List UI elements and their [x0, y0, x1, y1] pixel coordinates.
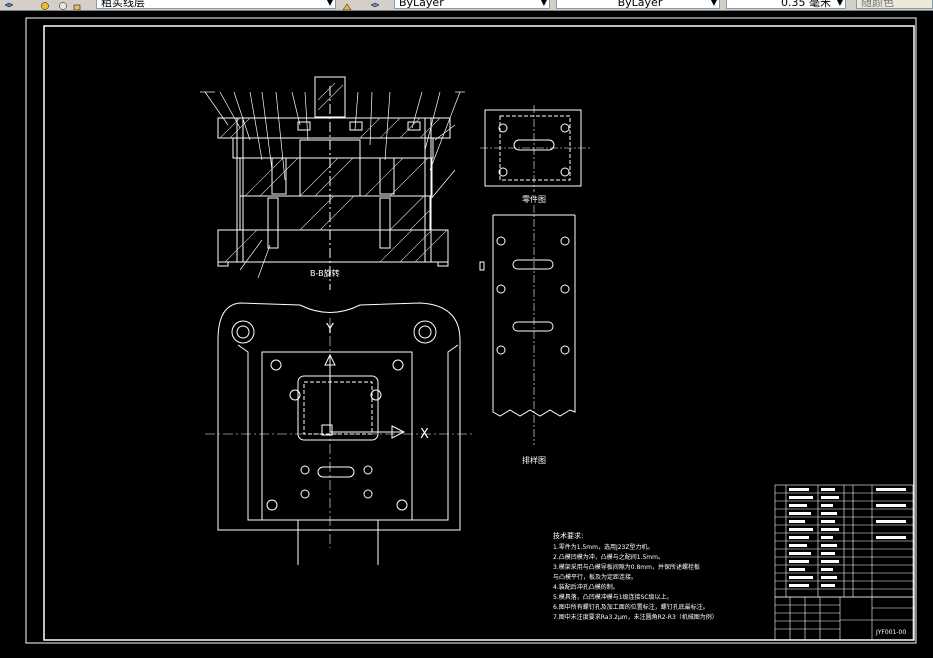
- layer-freeze-icon[interactable]: [58, 0, 68, 10]
- axis-x-label: X: [420, 427, 429, 442]
- tech-req-line: 2.凸模凹模为冲，凸模与之配间1.5mm。: [553, 553, 664, 561]
- tech-req-line: 1.零件为1.5mm，选用J23Z型力机。: [553, 543, 653, 551]
- plotstyle-combo-value: 随颜色: [861, 0, 894, 9]
- make-object-layer-current-icon[interactable]: [342, 0, 352, 10]
- layer-manager-icon[interactable]: [4, 0, 14, 8]
- chevron-down-icon: ▼: [540, 0, 547, 7]
- linetype-combo-value: ByLayer: [617, 0, 663, 9]
- tech-req-line: 4.装配后冲孔凸模的制。: [553, 583, 619, 591]
- part-drawing: [480, 105, 590, 192]
- sheet-inner-frame: [43, 25, 915, 641]
- plotstyle-combo[interactable]: 随颜色: [856, 0, 933, 9]
- tech-req-line: 与凸模平行，板及为定距连接。: [553, 573, 637, 581]
- tech-req-line: 3.模架采用与凸模导板间隙为0.8mm，并保所述螺栓板: [553, 563, 700, 571]
- strip-layout-label: 排样图: [522, 455, 546, 465]
- layer-state-icon[interactable]: [40, 0, 50, 10]
- tech-req-line: 7.图中未注度要求Ra3.2μm，未注圆角R2-R3（机械图为例）: [553, 613, 718, 621]
- tech-req-line: 5.模具落，凸凹模冲模与1级连接SC级以上。: [553, 593, 673, 601]
- color-combo-value: ByLayer: [399, 0, 444, 9]
- lineweight-combo-value: 0.35 毫米: [781, 0, 831, 9]
- chevron-down-icon: ▼: [710, 0, 717, 7]
- section-view-label: B-B旋转: [310, 268, 340, 278]
- drawing-number: JYF001-00: [875, 629, 906, 636]
- linetype-combo[interactable]: ByLayer ▼: [556, 0, 720, 9]
- layer-combo-value: 粗实线层: [101, 0, 145, 9]
- parts-list-table: [774, 484, 914, 598]
- layer-combo[interactable]: 粗实线层 ▼: [96, 0, 336, 9]
- lineweight-combo[interactable]: 0.35 毫米 ▼: [726, 0, 846, 9]
- layer-previous-icon[interactable]: [370, 0, 380, 8]
- cad-drawing: B-B旋转 零件图 排样图: [25, 17, 917, 644]
- properties-toolbar: 粗实线层 ▼ ByLayer ▼ ByLayer ▼ 0.35 毫米 ▼ 随颜色: [0, 0, 933, 11]
- axis-y-label: Y: [325, 322, 334, 337]
- tech-req-line: 6.图中所有螺钉孔及加工面的位置标注，螺钉孔底最标注。: [553, 603, 709, 611]
- layer-lock-icon[interactable]: [72, 0, 82, 10]
- leader-lines: [200, 91, 465, 279]
- chevron-down-icon: ▼: [326, 0, 333, 7]
- tech-requirements: 技术要求: 1.零件为1.5mm，选用J23Z型力机。 2.凸模凹模为冲，凸模与…: [553, 531, 718, 621]
- color-combo[interactable]: ByLayer ▼: [394, 0, 550, 9]
- section-hatching: [219, 82, 448, 263]
- tech-requirements-title: 技术要求:: [553, 531, 583, 540]
- strip-layout: [479, 205, 576, 445]
- parts-list-entries: [789, 488, 906, 587]
- drawing-canvas[interactable]: B-B旋转 零件图 排样图: [0, 11, 933, 658]
- chevron-down-icon: ▼: [836, 0, 843, 7]
- part-drawing-label: 零件图: [522, 194, 546, 204]
- title-block: [774, 596, 914, 641]
- plan-view: [205, 302, 475, 565]
- sheet-outer-frame: [25, 17, 917, 644]
